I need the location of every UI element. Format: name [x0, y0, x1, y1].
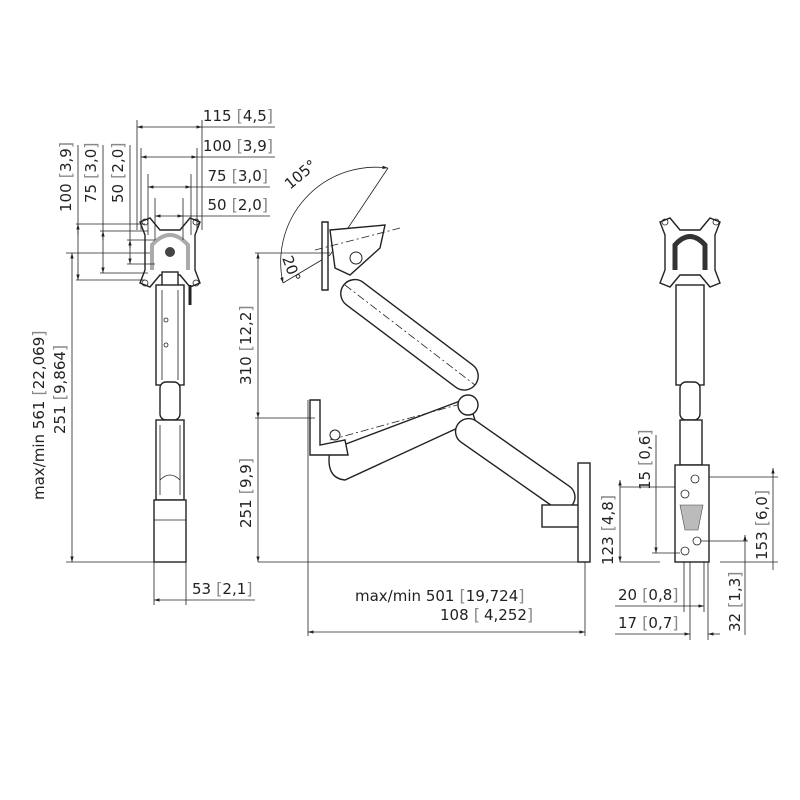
tilt-arc: 105° 20° — [278, 156, 389, 284]
vesa-width-dims: 115 [4,5] 100 [3,9] 75 [3,0] 50 [2,0] — [136, 106, 275, 240]
dim-rear-32: 32 [1,3] — [725, 571, 744, 632]
dim-upper-310: 310 [12,2] — [236, 305, 255, 385]
dim-base-53: 53 [2,1] — [192, 579, 253, 598]
dim-height-100: 100 [3,9] — [56, 142, 75, 212]
base-clamp-rear — [674, 464, 710, 563]
dim-rear-20: 20 [0,8] — [618, 585, 679, 604]
dim-lower-251: 251 [9,9] — [236, 458, 255, 528]
monitor-head-side — [314, 221, 401, 291]
reach-min: 108 [4,252] — [440, 605, 533, 624]
maxmin-height-dim: max/min 561 [22,069] 251 [9,864] — [29, 252, 154, 563]
base-width-dim: 53 [2,1] — [153, 562, 255, 605]
side-view: 105° 20° 310 [12,2] 251 [9,9] max/min 50… — [236, 156, 591, 636]
dim-width-115: 115 [4,5] — [203, 106, 273, 125]
tilt-up-angle: 105° — [281, 156, 320, 193]
dim-height-75: 75 [3,0] — [81, 142, 100, 203]
dim-width-100: 100 [3,9] — [203, 136, 273, 155]
dim-rear-153: 153 [6,0] — [752, 490, 771, 560]
dim-rear-123: 123 [4,8] — [598, 495, 617, 565]
dim-width-50: 50 [2,0] — [207, 195, 268, 214]
maxmin-height-max: max/min 561 [22,069] — [29, 330, 48, 500]
dim-rear-15: 15 [0,6] — [635, 429, 654, 490]
upper-arm — [340, 278, 479, 391]
maxmin-height-min: 251 [9,864] — [50, 345, 69, 434]
dim-rear-17: 17 [0,7] — [618, 613, 679, 632]
lower-arm-min — [309, 397, 476, 481]
front-view: 115 [4,5] 100 [3,9] 75 [3,0] 50 [2,0] 10… — [29, 106, 275, 605]
reach-max: max/min 501 [19,724] — [355, 586, 525, 605]
vesa-plate-rear — [659, 217, 721, 288]
dim-width-75: 75 [3,0] — [207, 166, 268, 185]
rear-view: 123 [4,8] 15 [0,6] 153 [6,0] 32 [1,3] 20… — [598, 217, 778, 640]
lower-arm — [454, 394, 576, 511]
reach-dim: max/min 501 [19,724] 108 [4,252] — [307, 400, 586, 636]
dim-height-50: 50 [2,0] — [108, 142, 127, 203]
arm-column-front — [153, 284, 192, 563]
vesa-height-dims: 100 [3,9] 75 [3,0] 50 [2,0] — [56, 142, 155, 281]
